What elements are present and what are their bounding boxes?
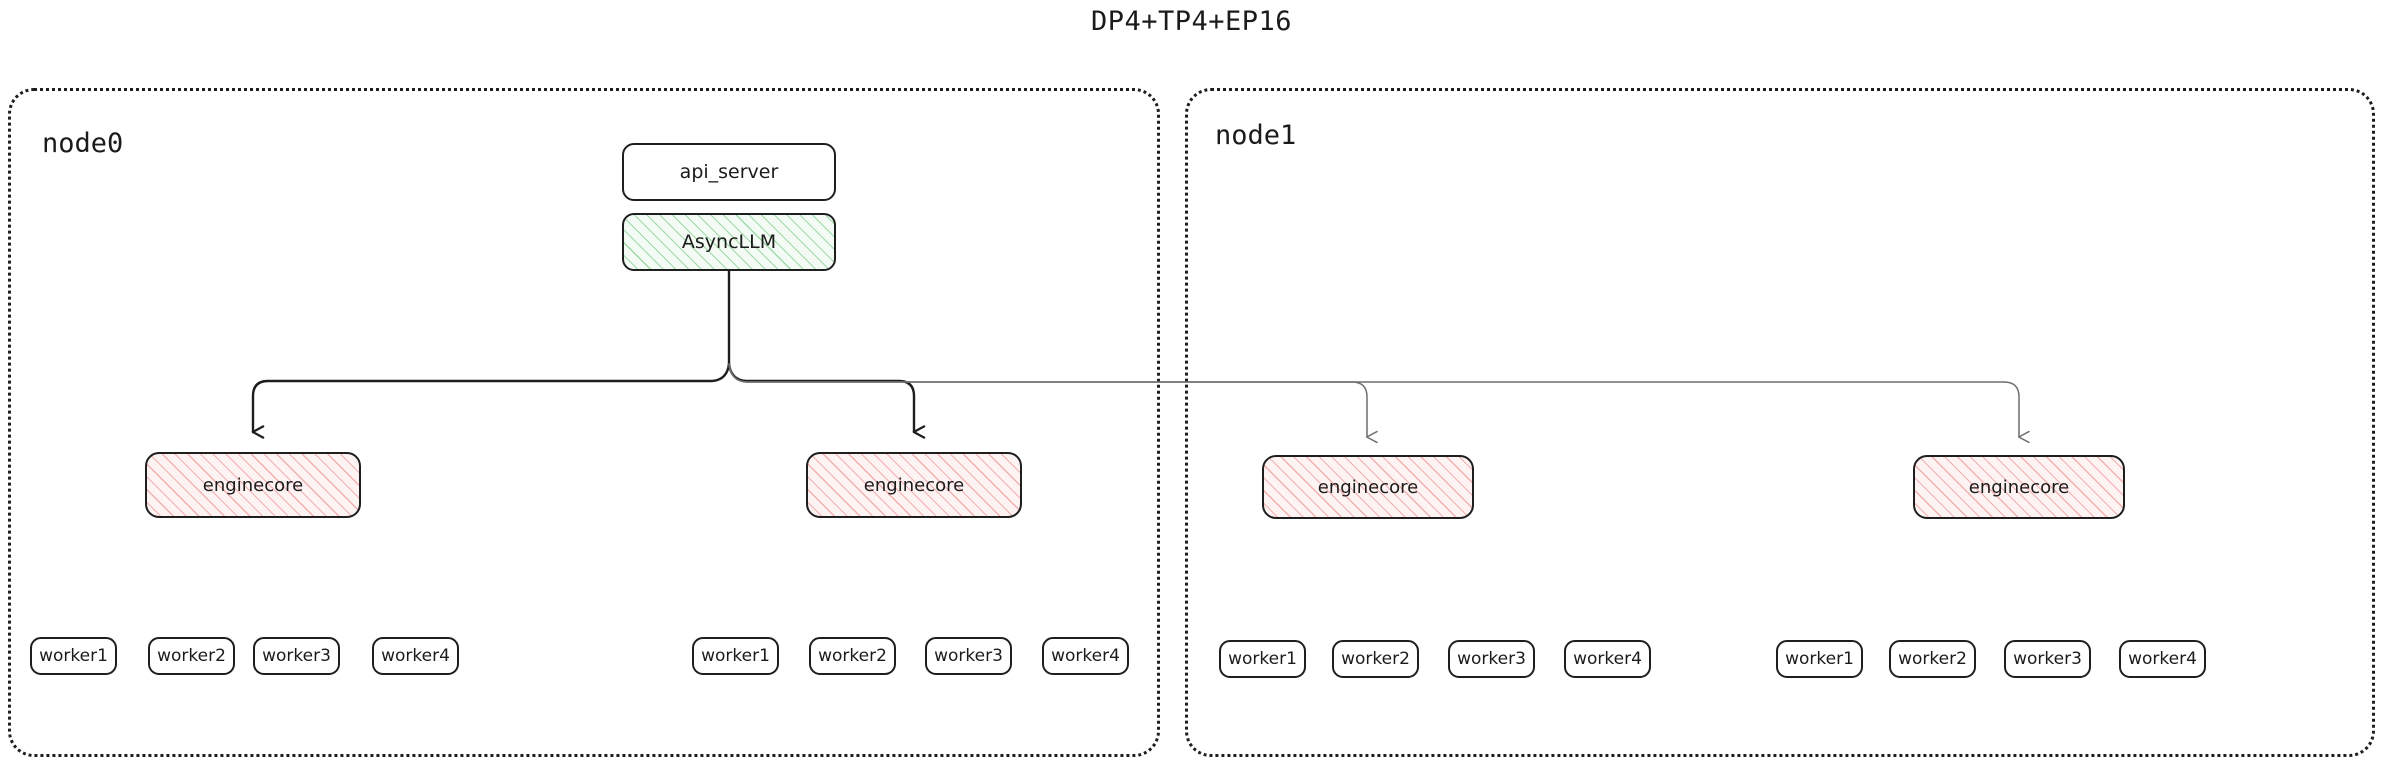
worker-box[interactable]: worker3 [1448, 640, 1535, 678]
enginecore-box[interactable]: enginecore [145, 452, 361, 518]
enginecore-box[interactable]: enginecore [1913, 455, 2125, 519]
worker-box[interactable]: worker2 [1889, 640, 1976, 678]
enginecore-box[interactable]: enginecore [806, 452, 1022, 518]
enginecore-label: enginecore [863, 474, 965, 496]
worker-label: worker4 [381, 646, 450, 666]
worker-label: worker4 [1051, 646, 1120, 666]
worker-label: worker1 [1785, 649, 1854, 669]
worker-box[interactable]: worker4 [1042, 637, 1129, 675]
worker-label: worker1 [701, 646, 770, 666]
worker-box[interactable]: worker2 [1332, 640, 1419, 678]
worker-label: worker1 [1228, 649, 1297, 669]
worker-label: worker3 [262, 646, 331, 666]
worker-label: worker3 [934, 646, 1003, 666]
worker-label: worker4 [2128, 649, 2197, 669]
worker-box[interactable]: worker4 [2119, 640, 2206, 678]
page-title: DP4+TP4+EP16 [1090, 6, 1293, 37]
worker-label: worker2 [818, 646, 887, 666]
worker-label: worker3 [1457, 649, 1526, 669]
node-label-node1: node1 [1215, 120, 1297, 151]
worker-label: worker1 [39, 646, 108, 666]
worker-box[interactable]: worker1 [692, 637, 779, 675]
worker-label: worker2 [1898, 649, 1967, 669]
worker-box[interactable]: worker3 [925, 637, 1012, 675]
worker-label: worker2 [157, 646, 226, 666]
asyncllm-box-label: AsyncLLM [681, 231, 777, 253]
worker-box[interactable]: worker4 [1564, 640, 1651, 678]
worker-box[interactable]: worker2 [148, 637, 235, 675]
worker-box[interactable]: worker1 [1776, 640, 1863, 678]
enginecore-box[interactable]: enginecore [1262, 455, 1474, 519]
asyncllm-box[interactable]: AsyncLLM [622, 213, 836, 271]
worker-label: worker2 [1341, 649, 1410, 669]
worker-box[interactable]: worker1 [30, 637, 117, 675]
worker-box[interactable]: worker4 [372, 637, 459, 675]
worker-label: worker3 [2013, 649, 2082, 669]
enginecore-label: enginecore [202, 474, 304, 496]
node-label-node0: node0 [42, 128, 124, 159]
enginecore-label: enginecore [1968, 476, 2070, 498]
worker-box[interactable]: worker1 [1219, 640, 1306, 678]
worker-box[interactable]: worker2 [809, 637, 896, 675]
worker-box[interactable]: worker3 [2004, 640, 2091, 678]
worker-label: worker4 [1573, 649, 1642, 669]
api-server-box-label: api_server [679, 161, 779, 183]
api-server-box[interactable]: api_server [622, 143, 836, 201]
worker-box[interactable]: worker3 [253, 637, 340, 675]
enginecore-label: enginecore [1317, 476, 1419, 498]
